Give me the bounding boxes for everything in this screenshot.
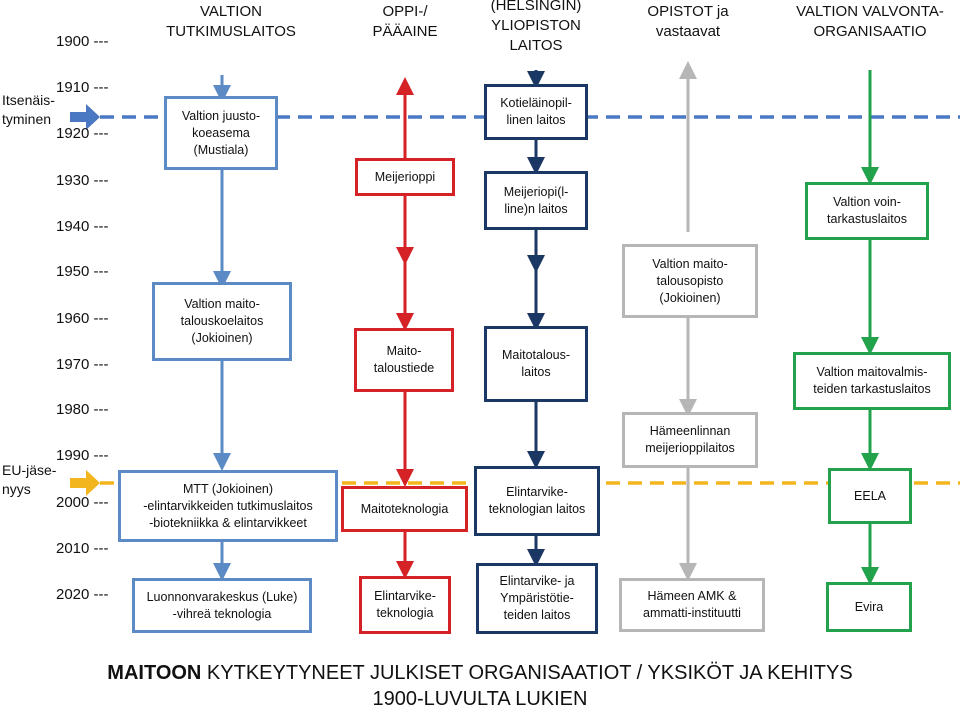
year-label: 2000 --- (56, 494, 109, 511)
independence-arrow (70, 104, 100, 130)
diagram-title: MAITOON KYTKEYTYNEET JULKISET ORGANISAAT… (0, 660, 960, 686)
year-label: 1940 --- (56, 218, 109, 235)
box-elintarviketeknologia: Elintarvike- teknologia (359, 576, 451, 634)
box-maitoteknologia: Maitoteknologia (341, 486, 468, 532)
column-title-colleges: OPISTOT ja vastaavat (647, 3, 729, 40)
box-elintarviketeknologian-laitos: Elintarvike- teknologian laitos (474, 466, 600, 536)
box-valtion-maitotalousopisto: Valtion maito- talousopisto (Jokioinen) (622, 244, 758, 318)
diagram-subtitle: 1900-LUVULTA LUKIEN (372, 688, 588, 710)
independence-label: Itsenäis- tyminen (2, 92, 55, 127)
title-bold-word: MAITOON (107, 662, 202, 684)
column-title-university-department: (HELSINGIN) YLIOPISTON LAITOS (490, 0, 582, 54)
year-label: 1990 --- (56, 447, 109, 464)
box-valtion-maitotalouskoelaitos: Valtion maito- talouskoelaitos (Jokioine… (152, 282, 292, 361)
year-label: 1980 --- (56, 401, 109, 418)
column-title-subject: OPPI-/ PÄÄAINE (372, 3, 438, 40)
box-luonnonvarakeskus: Luonnonvarakeskus (Luke) -vihreä teknolo… (132, 578, 312, 633)
year-label: 1900 --- (56, 33, 109, 50)
box-maitotalouslaitos: Maitotalous- laitos (484, 326, 588, 402)
box-valtion-vointarkastuslaitos: Valtion voin- tarkastuslaitos (805, 182, 929, 240)
year-label: 2010 --- (56, 540, 109, 557)
box-valtion-maitovalmisteiden-tarkastuslaitos: Valtion maitovalmis- teiden tarkastuslai… (793, 352, 951, 410)
year-label: 1960 --- (56, 310, 109, 327)
year-label: 1950 --- (56, 263, 109, 280)
box-elintarvike-ja-ymparistotieteiden-laitos: Elintarvike- ja Ympäristötie- teiden lai… (476, 563, 598, 634)
eu-arrow (70, 470, 100, 496)
title-rest: KYTKEYTYNEET JULKISET ORGANISAATIOT / YK… (201, 662, 853, 684)
box-meijerioppi: Meijerioppi (355, 158, 455, 196)
year-label: 1930 --- (56, 172, 109, 189)
year-label: 1970 --- (56, 356, 109, 373)
box-hameen-amk: Hämeen AMK & ammatti-instituutti (619, 578, 765, 632)
box-evira: Evira (826, 582, 912, 632)
year-label: 1920 --- (56, 125, 109, 142)
box-meijeriopillinen-laitos: Meijeriopi(l- line)n laitos (484, 171, 588, 230)
eu-membership-label: EU-jäse- nyys (2, 462, 57, 497)
box-kotielainopillinen-laitos: Kotieläinopil- linen laitos (484, 84, 588, 140)
column-title-control-organization: VALTION VALVONTA- ORGANISAATIO (796, 3, 944, 40)
column-title-research-institute: VALTION TUTKIMUSLAITOS (166, 3, 296, 40)
box-maitotaloustiede: Maito- taloustiede (354, 328, 454, 392)
box-hameenlinnan-meijerioppilaitos: Hämeenlinnan meijerioppilaitos (622, 412, 758, 468)
box-valtion-juustokoeasema: Valtion juusto- koeasema (Mustiala) (164, 96, 278, 170)
year-label: 1910 --- (56, 79, 109, 96)
box-mtt-jokioinen: MTT (Jokioinen) -elintarvikkeiden tutkim… (118, 470, 338, 542)
box-eela: EELA (828, 468, 912, 524)
year-label: 2020 --- (56, 586, 109, 603)
